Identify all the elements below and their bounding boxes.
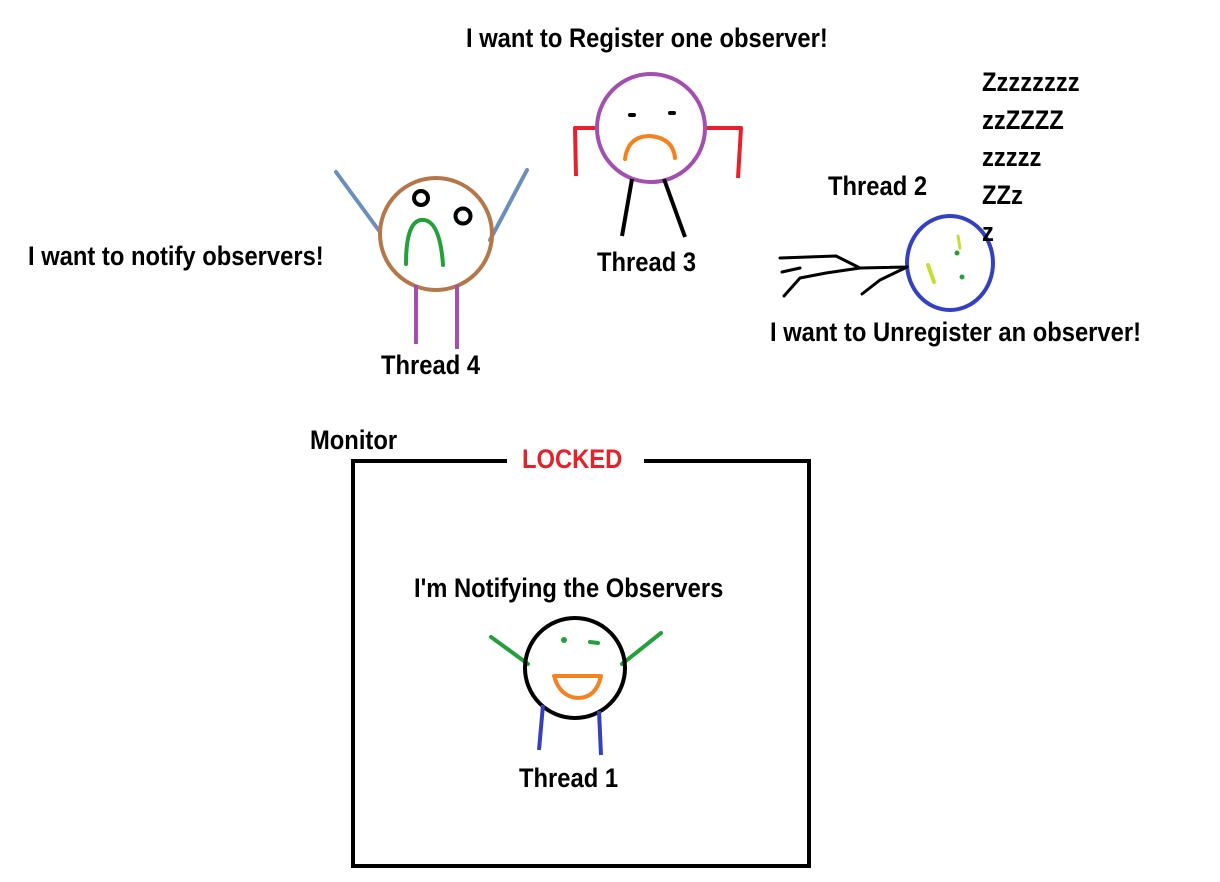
thread2-speech: I want to Unregister an observer! [770,317,1142,347]
locked-label: LOCKED [522,444,623,474]
thread1-mouth [552,674,603,700]
monitor-label: Monitor [310,425,398,455]
thread2-eye [954,250,960,256]
thread3-left-arm [573,126,597,177]
thread4-left-eye [412,189,430,207]
thread3-figure [573,72,743,238]
thread1-right-arm [620,631,663,666]
thread1-head [523,616,627,720]
thread1-left-arm [489,635,530,666]
thread3-mouth [623,133,677,161]
thread2-head [905,214,995,312]
thread3-right-arm [706,126,743,179]
thread4-right-eye [453,206,473,226]
thread1-right-eye [588,640,600,645]
thread1-left-leg [537,704,545,751]
thread2-mark-2 [956,234,962,250]
thread1-speech: I'm Notifying the Observers [414,573,724,603]
snore-line: Zzzzzzzz [982,67,1080,97]
thread3-name: Thread 3 [597,247,697,277]
thread1-left-eye [561,637,567,643]
monitor-border [351,459,811,868]
snore-text: Zzzzzzzz zzZZZZ zzzzz ZZz z [982,64,1080,252]
thread4-head [378,176,494,292]
thread4-right-arm [488,168,529,242]
thread3-head [595,72,707,184]
thread2-mark [926,263,936,284]
thread2-eye-2 [959,274,965,280]
thread2-figure [778,214,995,312]
snore-line: zzzzz [982,142,1042,172]
thread1-name: Thread 1 [519,763,619,793]
thread4-figure [334,168,529,349]
snore-line: zzZZZZ [982,104,1064,135]
thread1-figure [489,616,663,756]
thread3-right-leg [662,178,687,238]
thread3-left-leg [620,178,634,237]
snore-line: ZZz [982,179,1023,210]
thread3-speech: I want to Register one observer! [466,23,828,53]
thread2-body [778,254,909,298]
snore-line: z [982,217,994,247]
thread1-right-leg [597,710,603,756]
thread4-mouth [404,217,445,267]
thread4-left-arm [334,170,382,234]
thread4-name: Thread 4 [381,350,481,380]
thread2-name: Thread 2 [828,171,928,201]
monitor-box [351,459,811,868]
thread4-speech: I want to notify observers! [28,241,324,271]
